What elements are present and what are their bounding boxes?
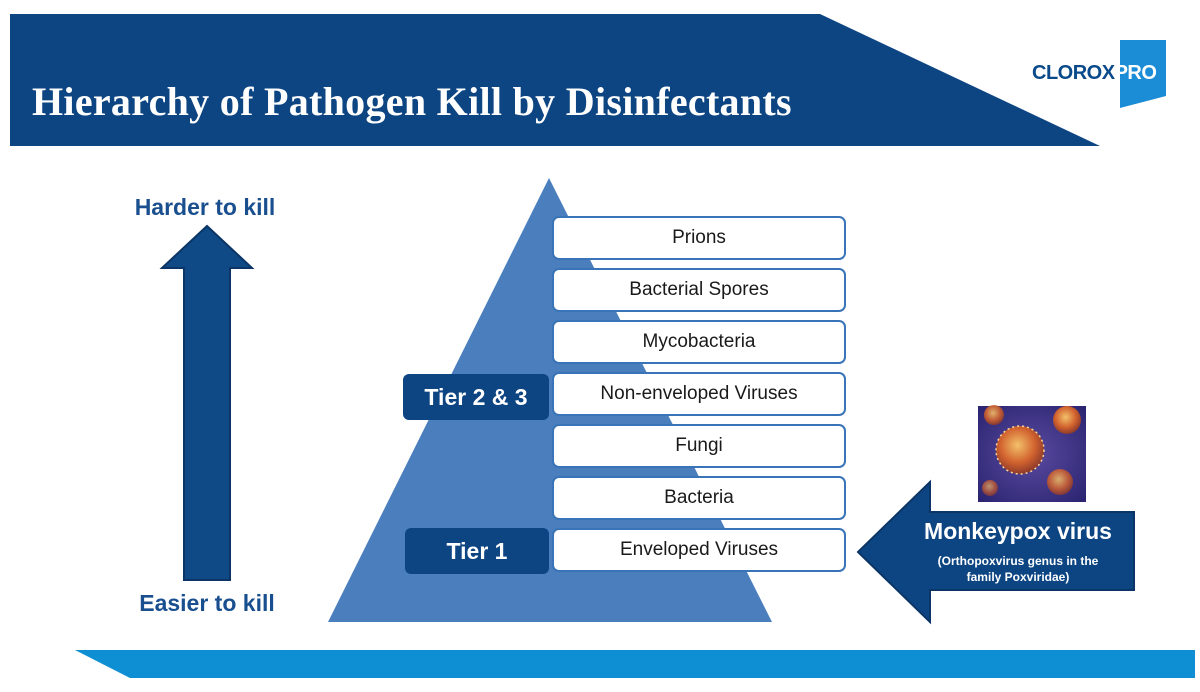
pathogen-bacterial-spores: Bacterial Spores: [552, 268, 846, 312]
monkeypox-subtitle-line1: (Orthopoxvirus genus in the: [937, 554, 1099, 568]
monkeypox-callout-arrow: [856, 479, 1135, 625]
logo-clorox-text: CLOROX: [1032, 62, 1115, 84]
clorox-pro-logo-badge: [1030, 40, 1166, 108]
pathogen-enveloped-viruses: Enveloped Viruses: [552, 528, 846, 572]
logo-pro-text: PRO: [1114, 62, 1157, 84]
pathogen-non-enveloped-viruses: Non-enveloped Viruses: [552, 372, 846, 416]
clorox-pro-logo: CLOROXPRO: [1032, 62, 1157, 85]
pathogen-list: Prions Bacterial Spores Mycobacteria Non…: [552, 216, 846, 580]
harder-to-kill-label: Harder to kill: [134, 194, 276, 220]
harder-to-kill-arrow: [159, 224, 255, 581]
bottom-accent-bar: [75, 650, 1195, 678]
pathogen-prions: Prions: [552, 216, 846, 260]
header-banner: [10, 14, 1100, 146]
monkeypox-title: Monkeypox virus: [924, 518, 1112, 544]
monkeypox-subtitle: (Orthopoxvirus genus in the family Poxvi…: [906, 553, 1130, 585]
easier-to-kill-label: Easier to kill: [139, 590, 275, 616]
pathogen-bacteria: Bacteria: [552, 476, 846, 520]
tier-1-badge: Tier 1: [405, 528, 549, 574]
pathogen-mycobacteria: Mycobacteria: [552, 320, 846, 364]
pathogen-fungi: Fungi: [552, 424, 846, 468]
tier-2-3-badge: Tier 2 & 3: [403, 374, 549, 420]
monkeypox-virus-image: [978, 405, 1086, 502]
slide-title: Hierarchy of Pathogen Kill by Disinfecta…: [32, 79, 792, 124]
monkeypox-subtitle-line2: family Poxviridae): [966, 570, 1070, 584]
